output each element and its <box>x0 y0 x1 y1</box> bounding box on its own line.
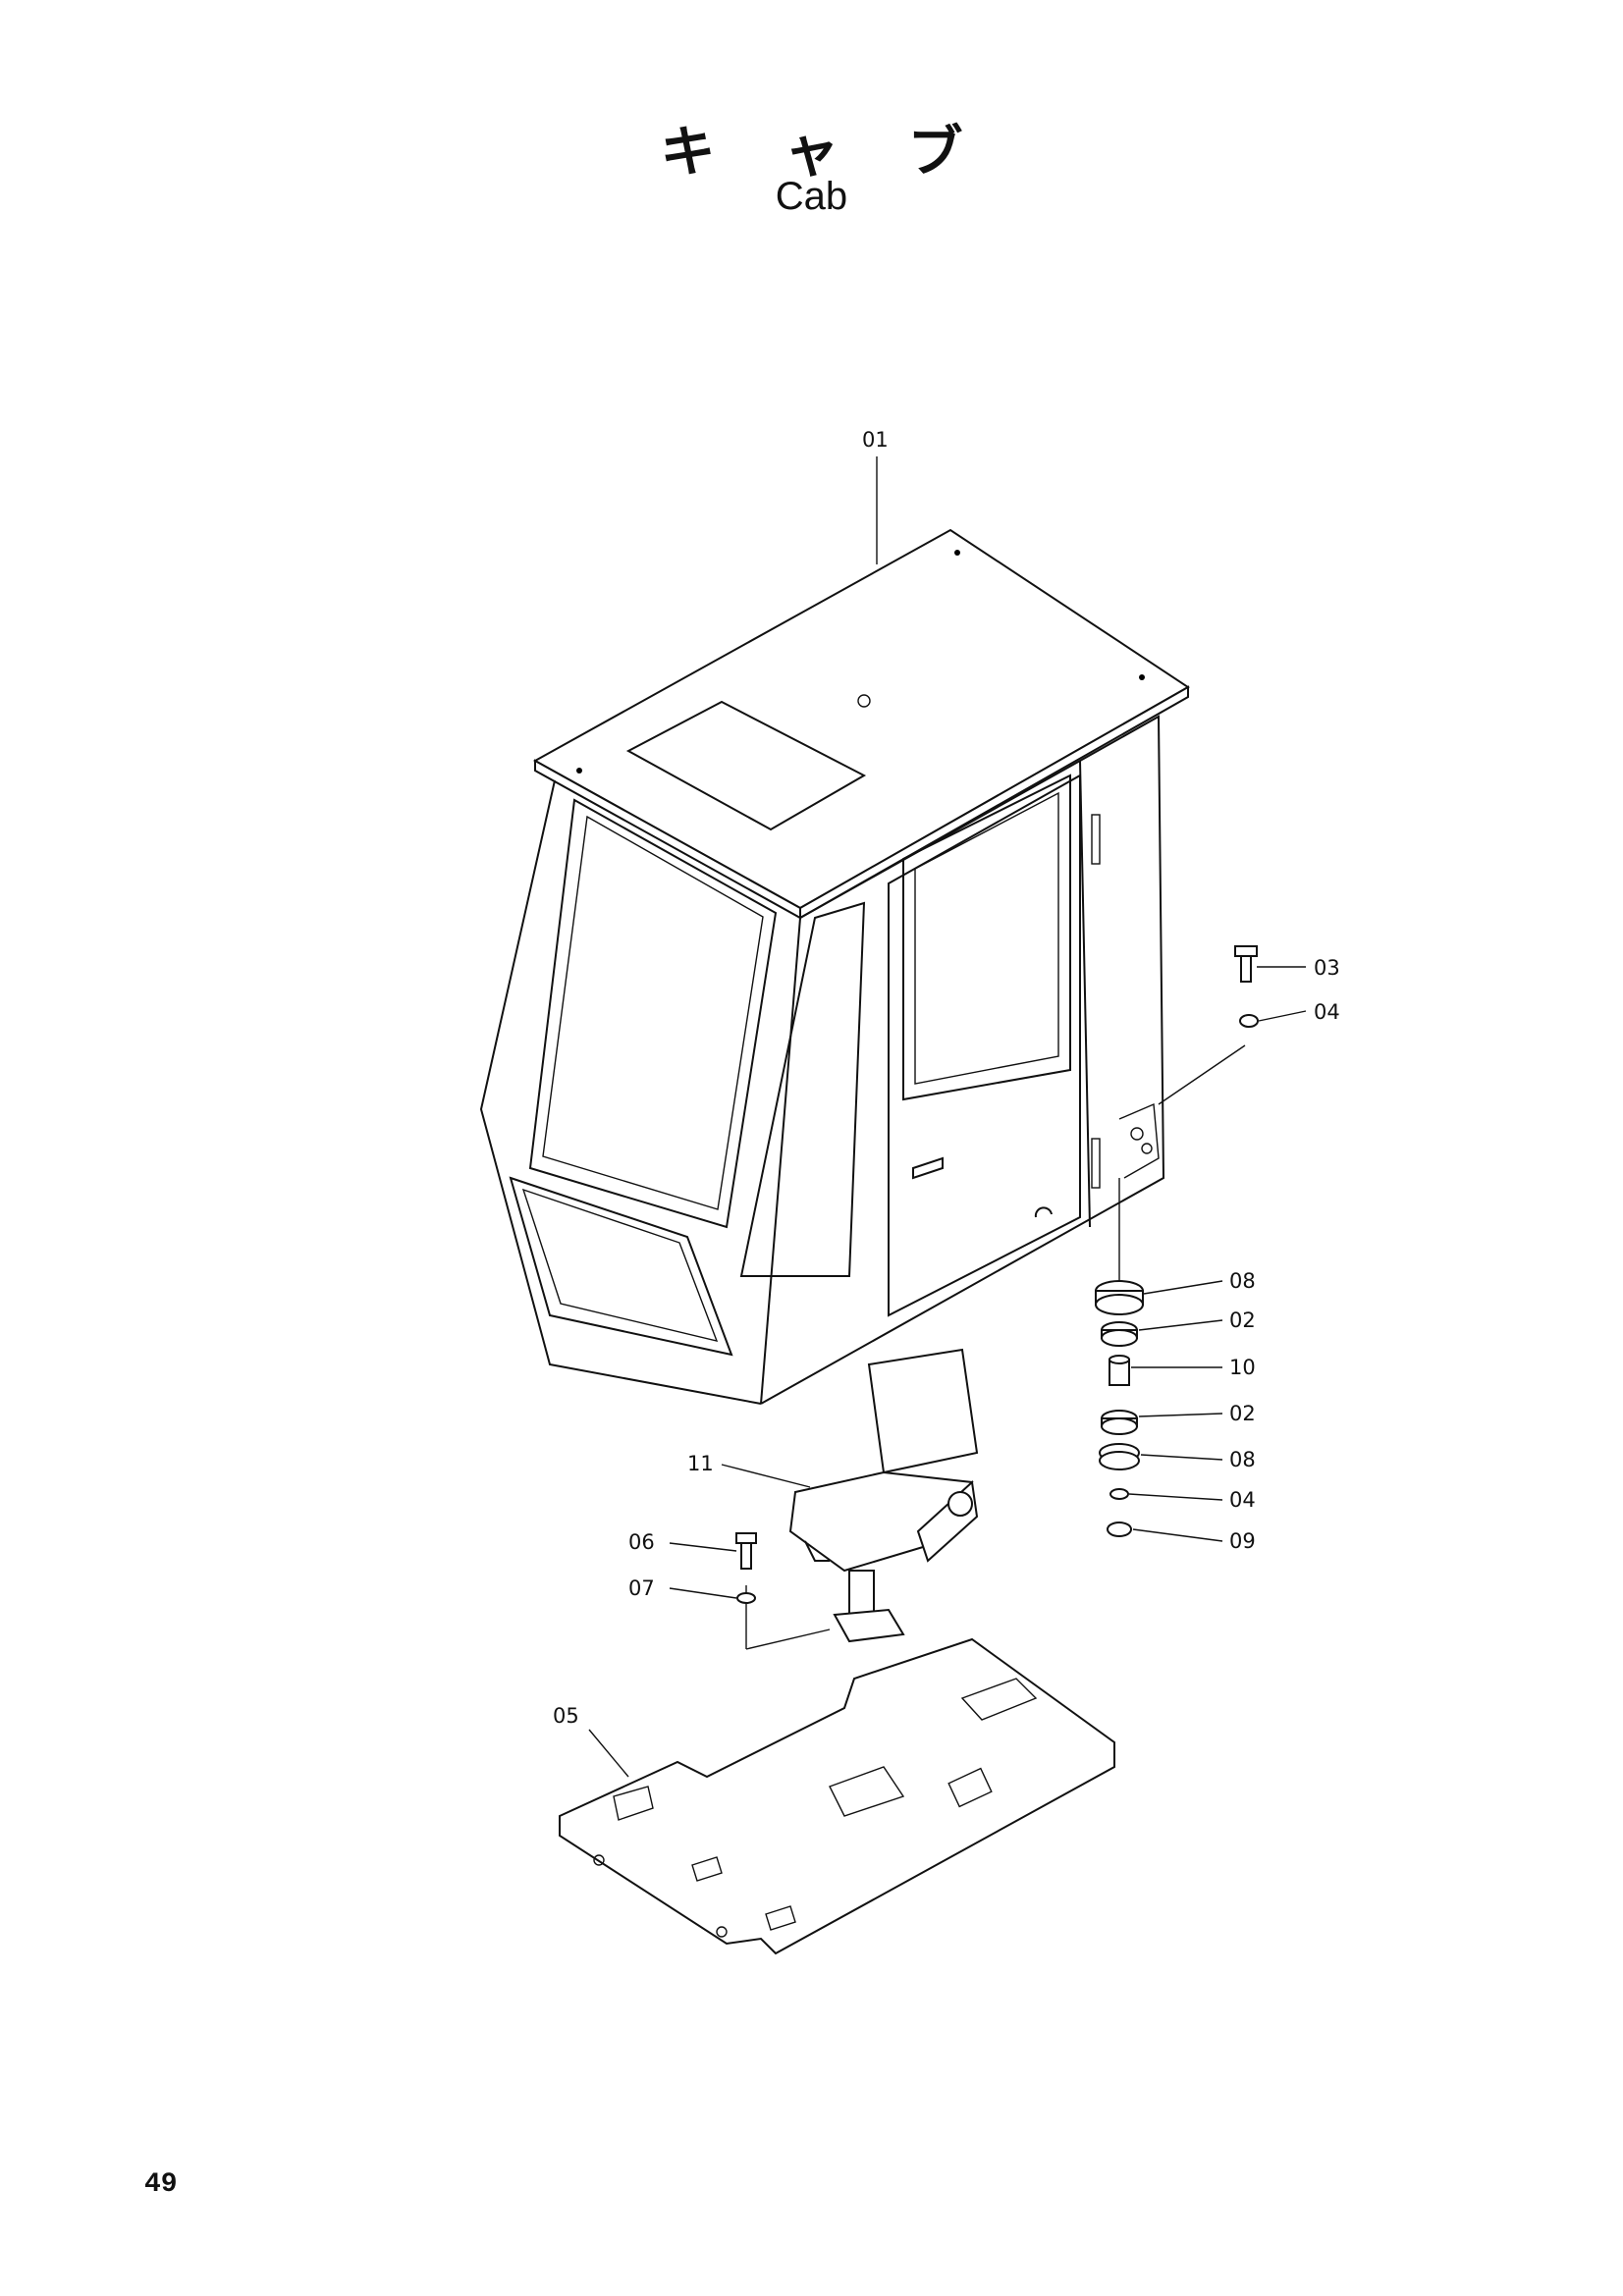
callout-09: 09 <box>1229 1529 1256 1553</box>
callout-08: 08 <box>1229 1448 1256 1471</box>
seat-bolt <box>735 1532 757 1604</box>
callout-02: 02 <box>1229 1402 1256 1425</box>
callout-04: 04 <box>1314 1000 1340 1024</box>
callout-01: 01 <box>862 428 889 452</box>
cab-body <box>479 528 1190 1405</box>
callout-10: 10 <box>1229 1356 1256 1379</box>
floor-mat <box>559 1637 1115 1955</box>
page-number: 49 <box>144 2169 178 2200</box>
title-english: Cab <box>775 175 848 218</box>
callout-02: 02 <box>1229 1308 1256 1332</box>
mount-stack <box>1095 945 1259 1537</box>
callout-05: 05 <box>553 1704 579 1728</box>
title-japanese: キャブ <box>660 121 1032 185</box>
callout-labels: 01 03 04 08 02 10 02 08 04 09 11 06 07 0… <box>553 428 1340 1728</box>
callout-03: 03 <box>1314 956 1340 980</box>
leader-lines <box>588 456 1307 1778</box>
callout-04: 04 <box>1229 1488 1256 1512</box>
operator-seat <box>788 1348 979 1643</box>
callout-08: 08 <box>1229 1269 1256 1293</box>
callout-06: 06 <box>628 1530 655 1554</box>
callout-11: 11 <box>687 1452 714 1475</box>
callout-07: 07 <box>628 1576 655 1600</box>
